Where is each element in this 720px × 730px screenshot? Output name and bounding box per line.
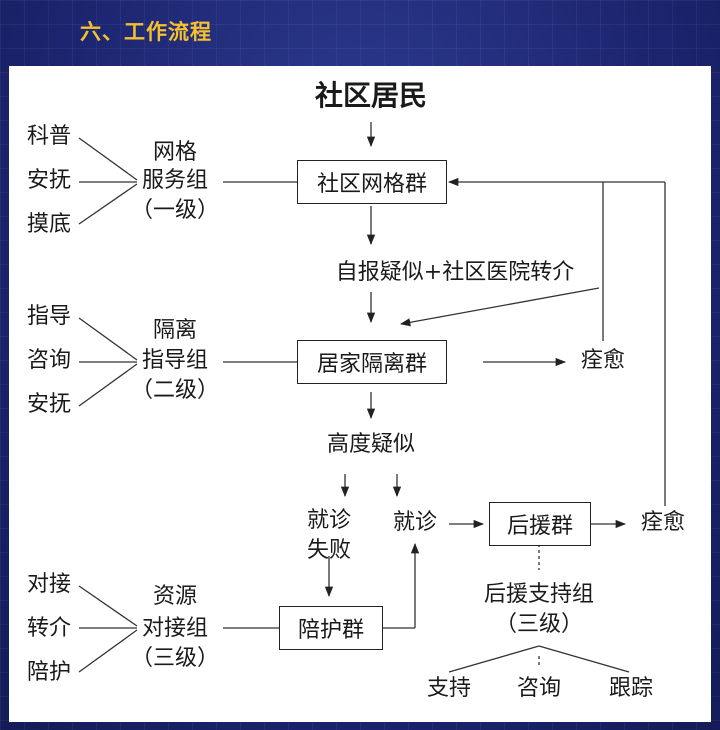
recovered-text-1: 痊愈 — [580, 348, 626, 373]
level3-task: 转介 — [26, 616, 72, 641]
self-report-referral-text: 自报疑似+社区医院转介 — [335, 260, 575, 285]
support-group-level: （三级） — [494, 612, 584, 637]
support-group-label: 后援群 — [506, 514, 573, 539]
community-grid-group-label: 社区网格群 — [316, 172, 427, 197]
level3-group-line2: 对接组 — [141, 616, 209, 641]
level1-group-line2: 服务组 — [141, 168, 209, 193]
visit-failed-text-line1: 就诊 — [306, 508, 352, 533]
level3-task: 陪护 — [26, 660, 72, 685]
level1-task: 安抚 — [26, 168, 72, 193]
escort-group-box: 陪护群 — [279, 606, 383, 650]
level2-task: 咨询 — [26, 348, 72, 373]
level1-task: 科普 — [26, 124, 72, 149]
level3-task: 对接 — [26, 572, 72, 597]
recovered-text-2: 痊愈 — [640, 510, 686, 535]
support-task: 支持 — [426, 676, 472, 701]
level1-task: 摸底 — [26, 212, 72, 237]
level2-task: 安抚 — [26, 392, 72, 417]
level2-group-line2: 指导组 — [141, 348, 209, 373]
flowchart-panel: 社区居民 社区网格群 居家隔离群 后援群 陪护群 自报疑似+社区医院转介 高度疑… — [9, 66, 711, 722]
level3-group-line3: （三级） — [130, 646, 220, 671]
level2-group-line3: （二级） — [130, 378, 220, 403]
support-task: 咨询 — [516, 676, 562, 701]
level3-group-line1: 资源 — [152, 584, 198, 609]
level2-group-line1: 隔离 — [152, 318, 198, 343]
support-task: 跟踪 — [608, 676, 654, 701]
community-grid-group-box: 社区网格群 — [297, 160, 447, 204]
community-residents-label: 社区居民 — [314, 79, 428, 112]
home-isolation-group-box: 居家隔离群 — [297, 340, 447, 384]
high-suspect-text: 高度疑似 — [326, 432, 416, 457]
support-group-box: 后援群 — [489, 502, 591, 546]
escort-group-label: 陪护群 — [297, 618, 364, 643]
level1-group-line1: 网格 — [152, 140, 198, 165]
section-title: 六、工作流程 — [80, 20, 212, 44]
home-isolation-group-label: 居家隔离群 — [316, 352, 427, 377]
visit-failed-text-line2: 失败 — [306, 538, 352, 563]
visit-text: 就诊 — [392, 510, 438, 535]
connector-lines — [78, 122, 666, 673]
level1-group-line3: （一级） — [130, 198, 220, 223]
support-group-title: 后援支持组 — [483, 582, 595, 607]
level2-task: 指导 — [26, 304, 72, 329]
